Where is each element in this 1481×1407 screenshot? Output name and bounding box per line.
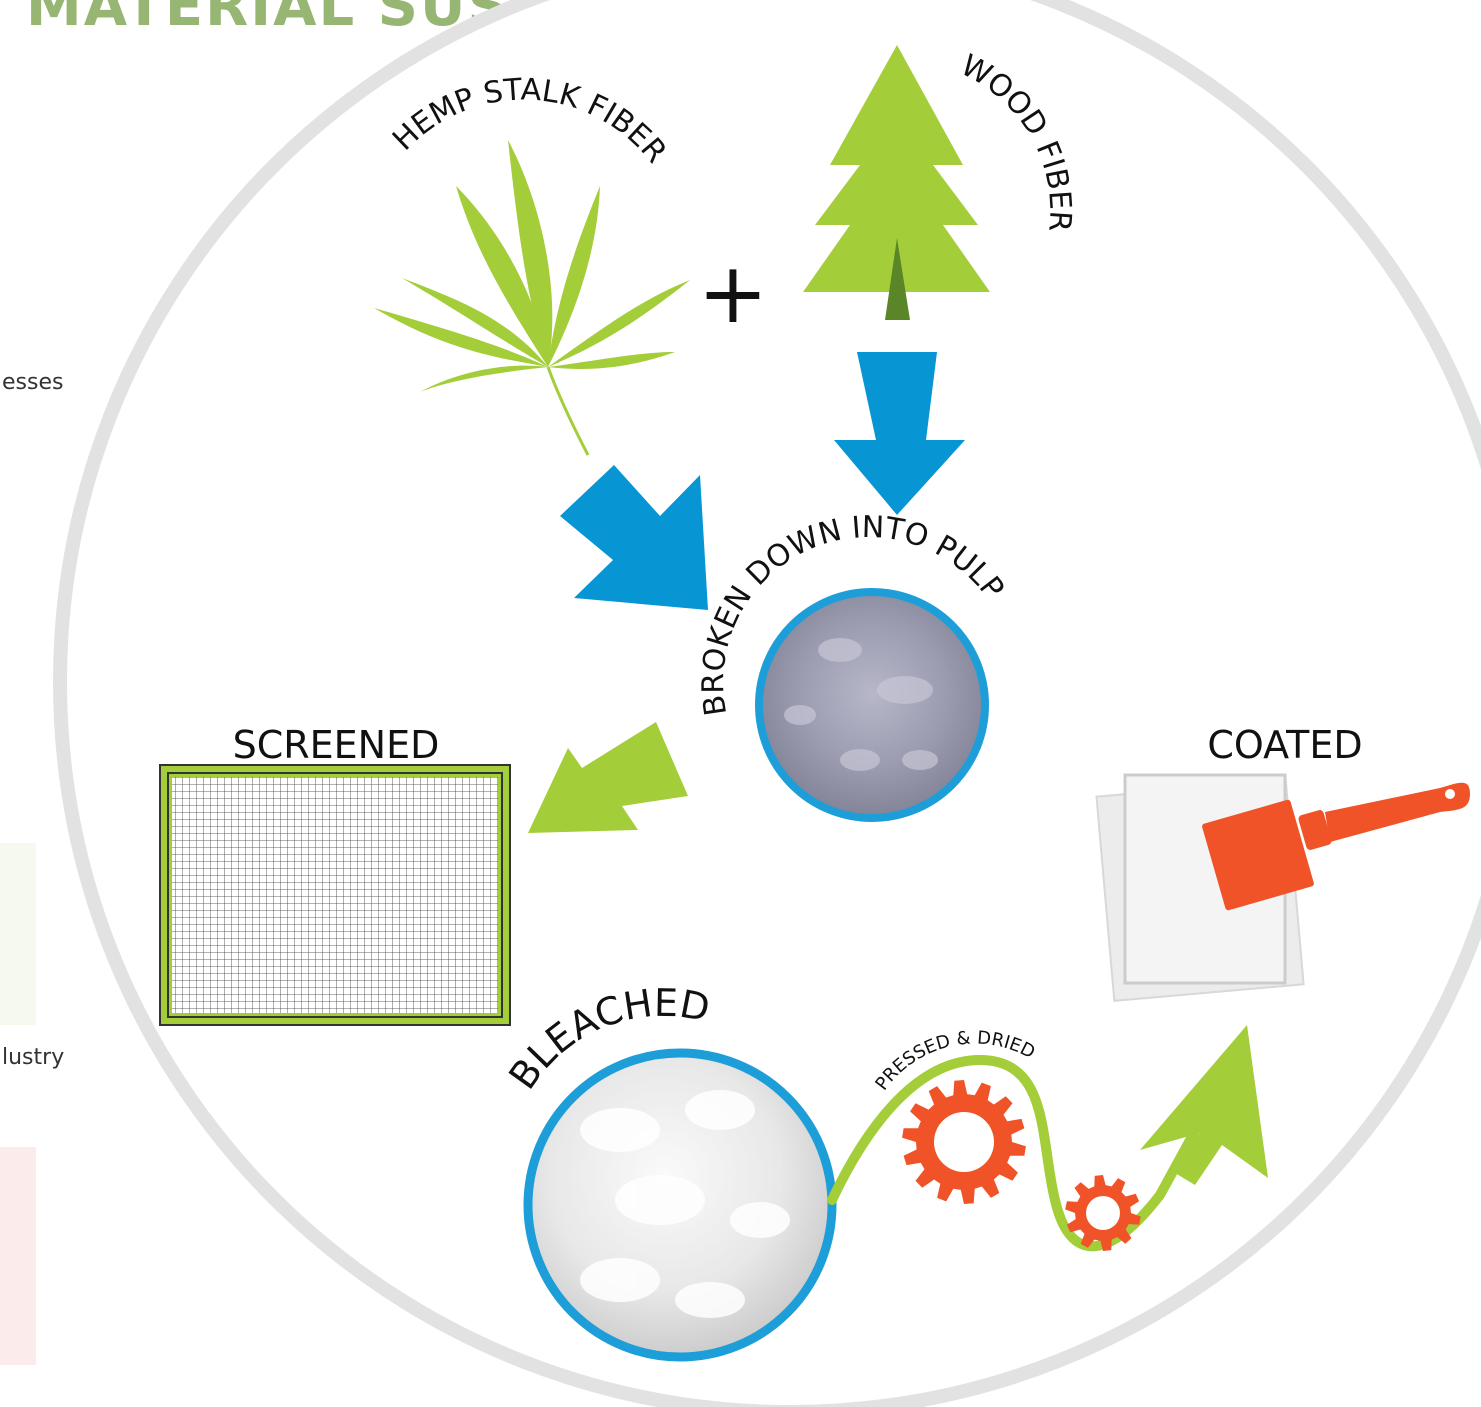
label-coated: COATED bbox=[1207, 723, 1362, 767]
arrow-wood-to-pulp bbox=[834, 352, 965, 515]
side-text-fragment: esses bbox=[2, 370, 64, 395]
label-screened: SCREENED bbox=[233, 723, 440, 767]
gear-icon bbox=[902, 1080, 1026, 1204]
gear-icon bbox=[1065, 1175, 1141, 1251]
arrow-pulp-to-screened bbox=[528, 722, 688, 833]
bleached-circle bbox=[523, 1048, 837, 1362]
side-panel-green bbox=[0, 843, 36, 1025]
gear-hole bbox=[1086, 1196, 1120, 1230]
screen-grid bbox=[159, 764, 511, 1026]
process-path bbox=[827, 1054, 1217, 1252]
arrow-hemp-to-pulp bbox=[560, 465, 708, 610]
plus-sign: + bbox=[698, 244, 768, 342]
side-panel-pink bbox=[0, 1147, 36, 1365]
gear-hole bbox=[934, 1112, 994, 1172]
side-text-fragment: lustry bbox=[2, 1045, 65, 1070]
arrow-to-coated bbox=[1140, 1025, 1268, 1185]
hemp-leaf-icon bbox=[374, 140, 690, 456]
paintbrush-icon bbox=[1202, 782, 1470, 911]
tree-icon bbox=[803, 45, 990, 320]
pulp-circle bbox=[755, 588, 989, 822]
